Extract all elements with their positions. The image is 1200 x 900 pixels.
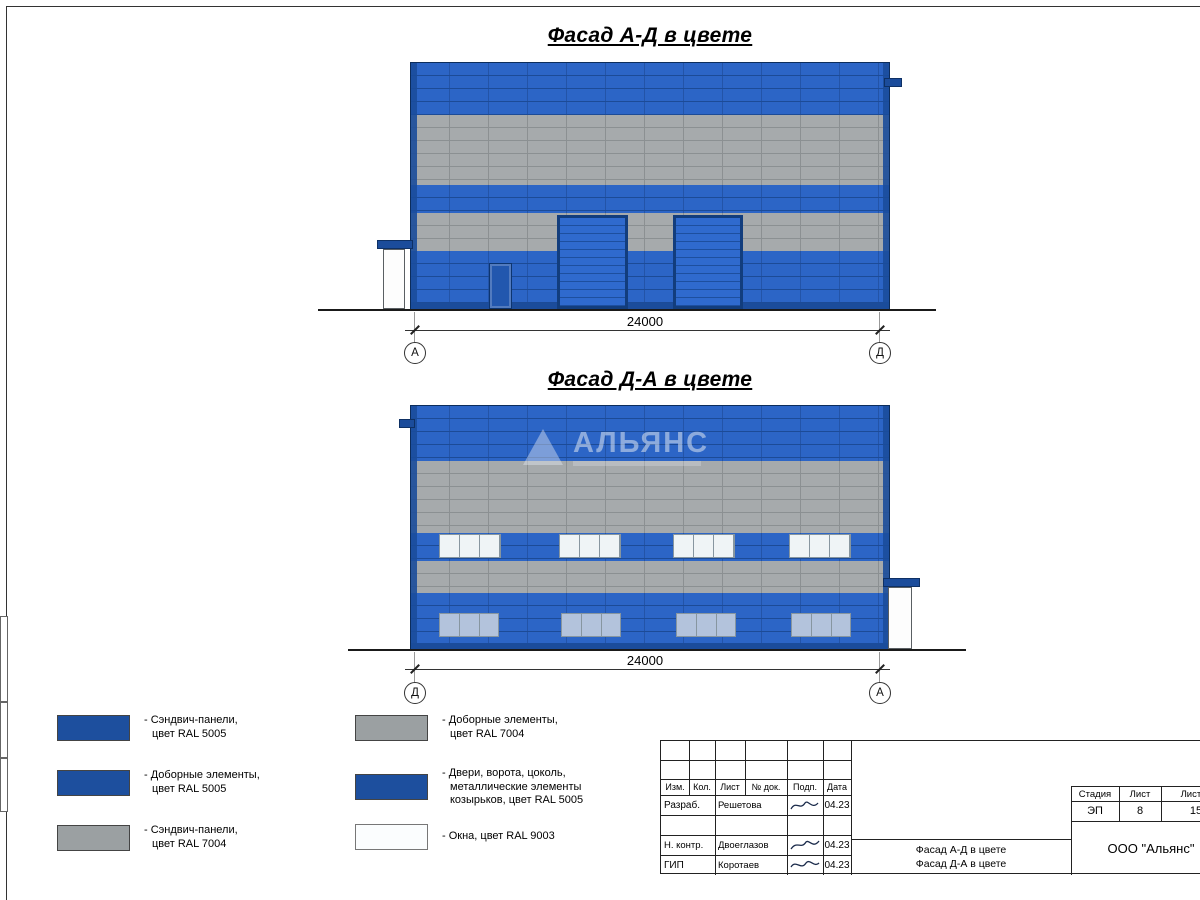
legend-item: - Сэндвич-панели, цвет RAL 5005 [57, 714, 238, 741]
corner-trim-right [883, 63, 889, 309]
tb-company: ООО "Альянс" [1107, 841, 1195, 856]
legend-label: - Сэндвич-панели, цвет RAL 7004 [144, 824, 238, 850]
legend-swatch-ral9003 [355, 824, 428, 850]
window [673, 534, 735, 558]
tb-sheet-value: 8 [1136, 805, 1144, 817]
tb-role: Разраб. [664, 800, 701, 811]
panel-band-gray [411, 213, 889, 251]
tb-name: Решетова [718, 800, 762, 811]
dimension-line [405, 669, 890, 670]
legend-swatch-ral7004 [57, 824, 130, 851]
panel-band-blue [411, 406, 889, 461]
tb-date: 04.23 [824, 860, 850, 871]
panel-band-gray [411, 561, 889, 593]
ground-line [318, 309, 936, 311]
legend-label: - Доборные элементы, цвет RAL 5005 [144, 769, 260, 795]
axis-letter: А [876, 687, 884, 699]
legend-label: - Окна, цвет RAL 9003 [442, 830, 555, 843]
canopy [377, 240, 413, 249]
dimension-label: 24000 [626, 653, 664, 668]
window [439, 534, 501, 558]
window [789, 534, 851, 558]
canopy [883, 578, 920, 587]
corner-trim-right [883, 406, 889, 649]
frame-side-box [0, 758, 8, 812]
canopy-column [383, 249, 405, 309]
canopy-column [888, 587, 912, 649]
tb-header-ndoc: № док. [751, 782, 781, 792]
facade-da-title: Фасад Д-А в цвете [547, 368, 753, 391]
signature-mark [790, 860, 820, 868]
tb-name: Двоеглазов [718, 840, 769, 851]
tb-role: ГИП [664, 860, 684, 871]
legend-label: - Сэндвич-панели, цвет RAL 5005 [144, 714, 238, 740]
sheet-frame-left [6, 6, 7, 900]
signature-mark [790, 801, 819, 810]
axis-marker: Д [404, 682, 426, 704]
legend-item: - Двери, ворота, цоколь, металлические э… [355, 767, 583, 808]
tb-stage-value: ЭП [1087, 805, 1103, 817]
signature-mark [790, 840, 820, 850]
window [559, 534, 621, 558]
tb-date: 04.23 [824, 800, 850, 811]
window [676, 613, 736, 637]
frame-side-box [0, 616, 8, 702]
legend-item: - Сэндвич-панели, цвет RAL 7004 [57, 824, 238, 851]
axis-letter: Д [876, 347, 884, 359]
panel-band-blue [411, 63, 889, 115]
tb-header-kol: Кол. [693, 782, 711, 792]
axis-marker: Д [869, 342, 891, 364]
tb-header-podp: Подп. [793, 782, 817, 792]
tb-name: Коротаев [718, 860, 760, 871]
tb-date: 04.23 [824, 840, 850, 851]
panel-band-blue [411, 251, 889, 311]
tb-drawing-title: Фасад А-Д в цвете Фасад Д-А в цвете [915, 844, 1007, 870]
window [791, 613, 851, 637]
entrance-door [489, 263, 512, 309]
facade-ad-title: Фасад А-Д в цвете [547, 24, 753, 47]
roof-edge-element [884, 78, 902, 87]
legend-item: - Окна, цвет RAL 9003 [355, 824, 555, 850]
tb-stage-label: Стадия [1078, 789, 1112, 800]
corner-trim-left [411, 406, 417, 649]
tb-header-data: Дата [827, 782, 847, 792]
legend-item: - Доборные элементы, цвет RAL 7004 [355, 714, 558, 741]
corner-trim-left [411, 63, 417, 309]
tb-sheets-value: 15 [1189, 805, 1200, 817]
window [439, 613, 499, 637]
panel-band-gray [411, 115, 889, 185]
facade-ad-elevation [410, 62, 890, 311]
legend-label: - Двери, ворота, цоколь, металлические э… [442, 767, 584, 806]
dimension-line [405, 330, 890, 331]
legend-item: - Доборные элементы, цвет RAL 5005 [57, 769, 260, 796]
frame-side-box [0, 702, 8, 758]
legend-swatch-ral5005 [57, 714, 130, 741]
title-block: Изм. Кол. Лист № док. Подп. Дата Разраб.… [660, 740, 1200, 875]
sectional-gate [673, 215, 743, 309]
facade-da-elevation: АЛЬЯНС [410, 405, 890, 651]
ground-line [348, 649, 966, 651]
plinth-strip [411, 643, 889, 649]
axis-letter: А [411, 347, 419, 359]
tb-sheets-label: Листов [1180, 789, 1200, 800]
tb-sheet-label: Лист [1129, 789, 1151, 800]
tb-header-list: Лист [720, 782, 740, 792]
tb-header-izm: Изм. [665, 782, 685, 792]
tb-role: Н. контр. [664, 840, 704, 851]
plinth-strip [411, 303, 889, 309]
window [561, 613, 621, 637]
axis-letter: Д [411, 687, 419, 699]
legend-swatch-ral5005 [355, 774, 428, 801]
dimension-label: 24000 [626, 314, 664, 329]
sectional-gate [557, 215, 628, 309]
legend-swatch-ral7004 [355, 714, 428, 741]
axis-marker: А [869, 682, 891, 704]
legend-label: - Доборные элементы, цвет RAL 7004 [442, 714, 558, 740]
panel-band-gray [411, 461, 889, 533]
sheet-frame-top [6, 6, 1200, 7]
axis-marker: А [404, 342, 426, 364]
legend-swatch-ral5005 [57, 769, 130, 796]
roof-edge-element [399, 419, 415, 428]
panel-band-blue [411, 185, 889, 213]
